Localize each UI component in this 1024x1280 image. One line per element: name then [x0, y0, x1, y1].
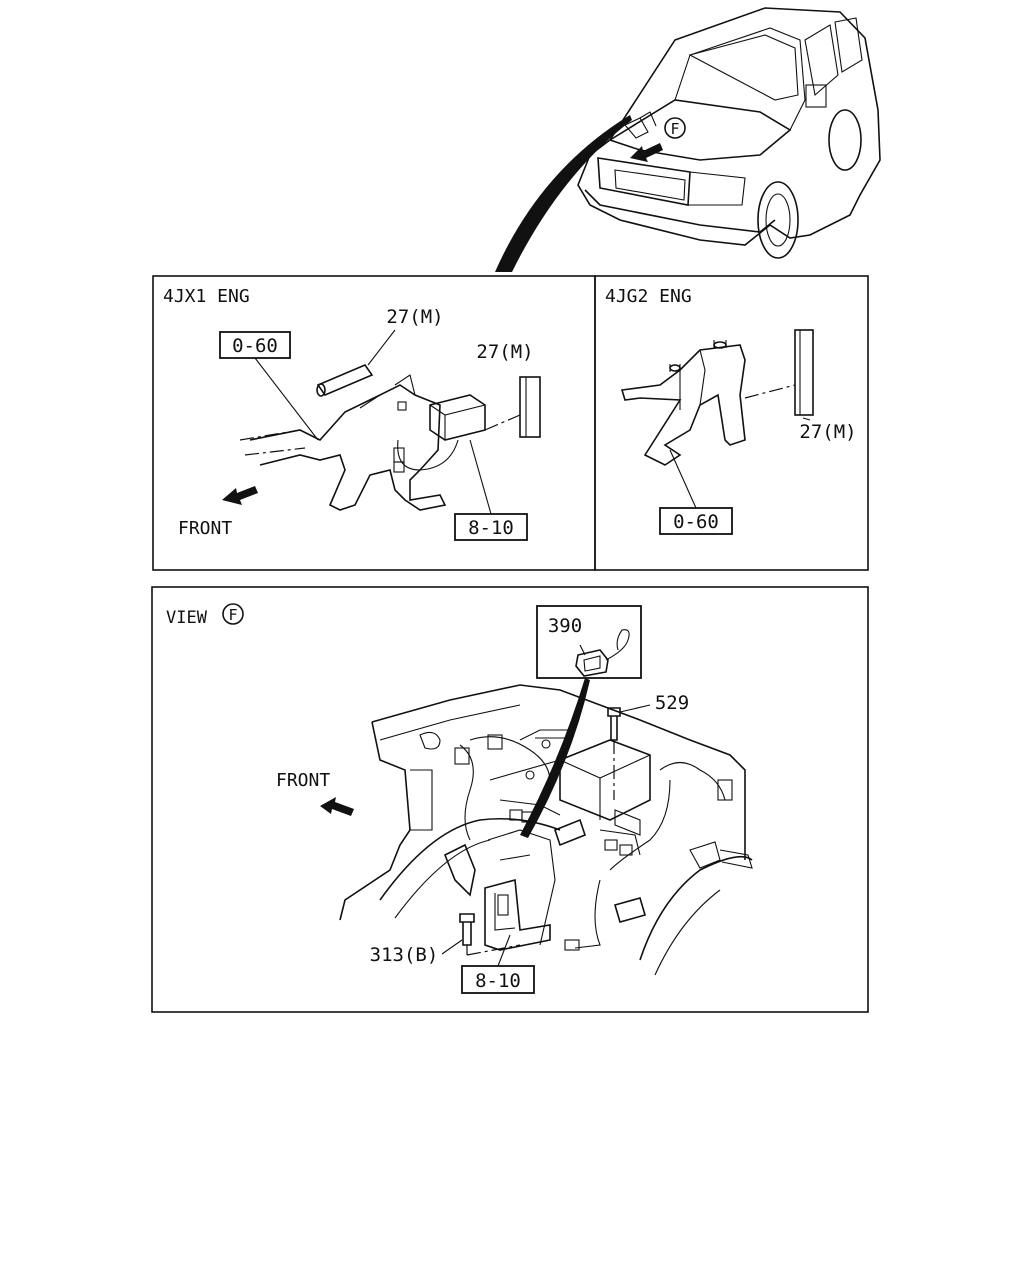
relay-view-ref-label: 8-10 [475, 970, 521, 992]
view-title: VIEW [166, 608, 208, 628]
svg-text:F: F [670, 120, 679, 138]
bracket-ref-label: 0-60 [232, 335, 278, 357]
bracket-4jg2-ref-label: 0-60 [673, 511, 719, 533]
tube-b-label: 27(M) [476, 341, 533, 363]
view-marker-icon: F [222, 603, 244, 625]
relay-ref-label: 8-10 [468, 517, 514, 539]
front-arrow-icon [630, 143, 663, 162]
panel-title-4jg2: 4JG2 ENG [605, 286, 692, 307]
relay-ref-box [454, 513, 528, 541]
panel-4jg2: 4JG2 ENG 27(M) 0-60 [594, 275, 869, 571]
vehicle-overview: F [495, 7, 881, 272]
svg-text:F: F [228, 606, 237, 624]
bracket-ref-box [219, 331, 291, 359]
panel-title-4jx1: 4JX1 ENG [163, 286, 250, 307]
tube-a-label: 27(M) [386, 306, 443, 328]
tube-4jg2-label: 27(M) [799, 421, 856, 443]
front-label-view: FRONT [276, 770, 330, 791]
bolt-top-label: 529 [655, 692, 689, 714]
connector-label: 390 [548, 615, 582, 637]
bolt-bottom-label: 313(B) [370, 944, 439, 966]
front-arrow-icon [320, 797, 354, 816]
panel-view-f: VIEW F 390 529 FRONT [151, 586, 869, 1013]
view-marker-icon: F [664, 117, 686, 139]
panel-4jx1: 4JX1 ENG 0-60 27(M) 27(M) 8-10 [152, 275, 596, 571]
front-label-4jx1: FRONT [178, 518, 232, 539]
front-arrow-icon [222, 486, 258, 505]
connector-inset-box [536, 605, 642, 679]
